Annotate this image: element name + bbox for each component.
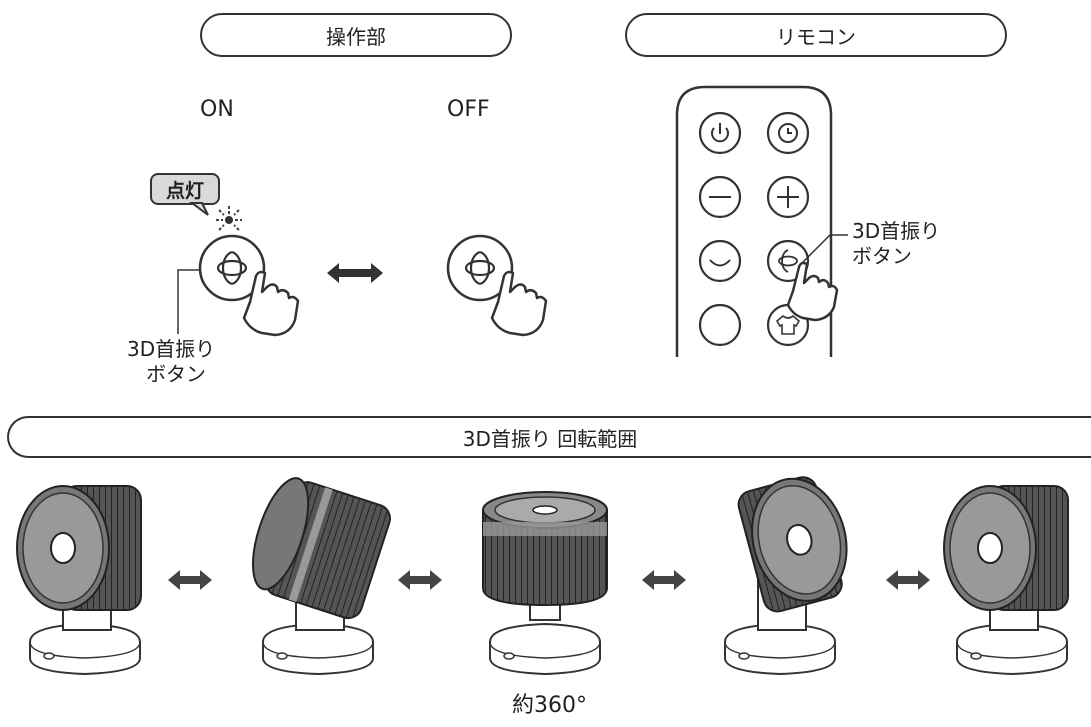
rotation-range-header: 3D首振り 回転範囲 (7, 416, 1091, 458)
hand-press-icon (786, 261, 839, 322)
remote-control (675, 85, 839, 357)
lit-badge: 点灯 (150, 173, 220, 205)
panel-leader-line (177, 269, 200, 334)
panel-3d-button-on[interactable] (170, 230, 310, 340)
control-panel-header: 操作部 (200, 13, 512, 57)
fan-position-1 (16, 485, 142, 675)
sleep-icon (698, 303, 742, 347)
power-icon (698, 111, 742, 155)
plus-icon (766, 175, 810, 219)
remote-leader-line (801, 234, 848, 264)
double-arrow-icon (168, 570, 212, 590)
lit-badge-text: 点灯 (165, 179, 204, 202)
3d-rotate-icon (464, 250, 496, 286)
hand-press-icon (490, 270, 548, 337)
panel-button-label-line1: 3D首振り (127, 337, 216, 361)
control-panel-header-text: 操作部 (326, 24, 386, 49)
fan-position-2 (252, 477, 391, 675)
panel-button-label-line2: ボタン (146, 362, 207, 386)
panel-button-label: 3D首振り ボタン (127, 337, 215, 387)
minus-icon (698, 175, 742, 219)
remote-header: リモコン (625, 13, 1007, 57)
remote-button-label-line1: 3D首振り (852, 219, 941, 243)
panel-3d-button-off[interactable] (418, 230, 558, 340)
3d-rotate-icon (216, 250, 248, 286)
fan-position-3 (482, 491, 608, 675)
fan-position-4 (724, 476, 848, 675)
double-arrow-icon (398, 570, 442, 590)
fan-rotation-sequence (16, 476, 1069, 675)
light-burst-icon (216, 206, 242, 231)
on-label: ON (200, 97, 234, 122)
rotation-range-header-text: 3D首振り 回転範囲 (462, 426, 638, 451)
fan-position-5 (943, 485, 1069, 675)
timer-icon (766, 111, 810, 155)
remote-button-label: 3D首振り ボタン (852, 219, 940, 269)
hand-press-icon (242, 270, 300, 337)
rotation-caption: 約360° (512, 693, 587, 718)
remote-header-text: リモコン (776, 24, 856, 49)
badge-pointer (189, 202, 209, 216)
off-label: OFF (447, 97, 490, 122)
double-arrow-icon (886, 570, 930, 590)
double-arrow-icon (642, 570, 686, 590)
toggle-arrow-icon (327, 263, 383, 283)
swing-icon (698, 239, 742, 283)
remote-button-label-line2: ボタン (852, 244, 912, 268)
